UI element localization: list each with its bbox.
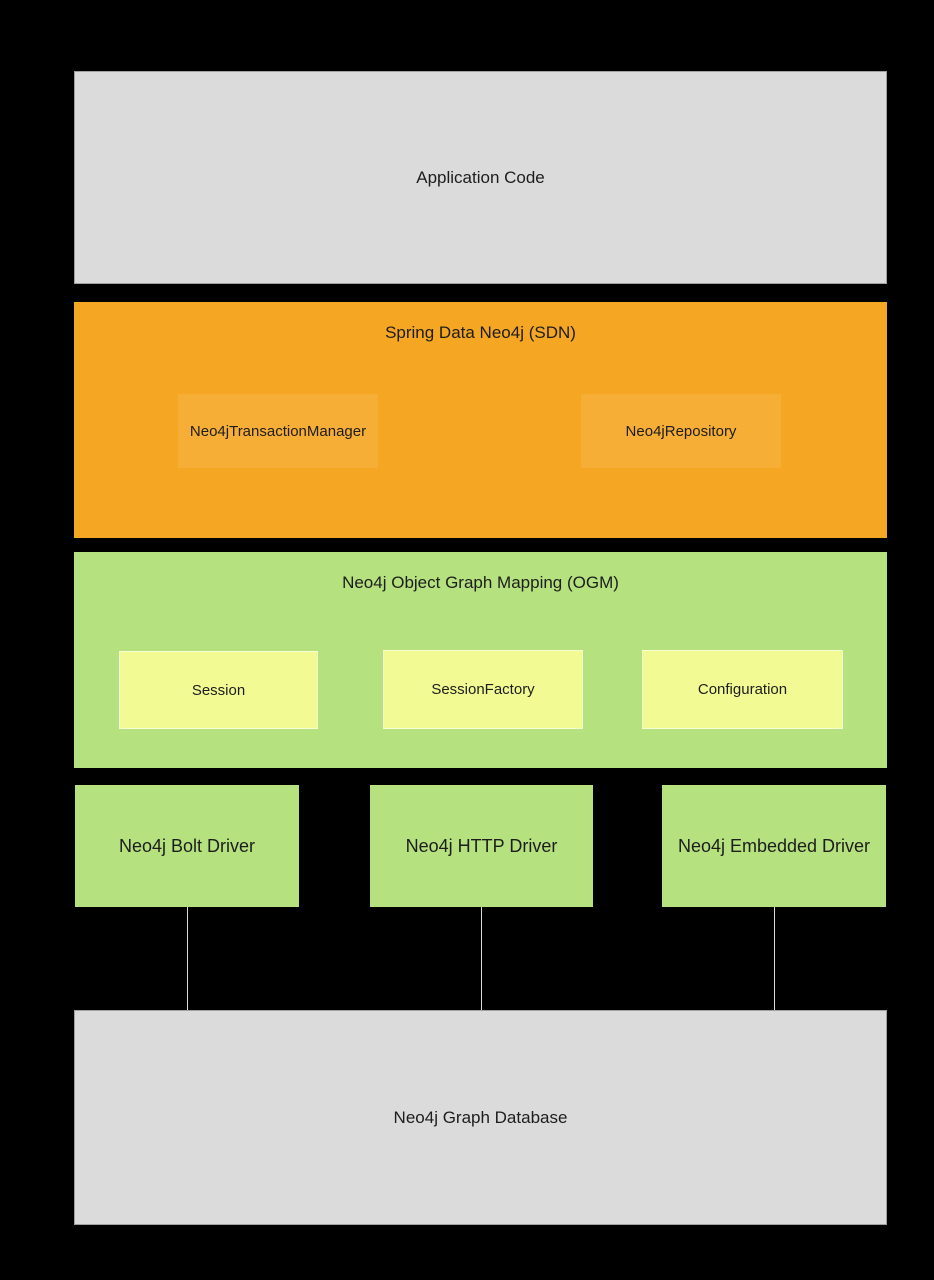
neo4j-transaction-manager-box: Neo4jTransactionManager: [178, 394, 378, 468]
neo4j-transaction-manager-label: Neo4jTransactionManager: [189, 422, 367, 440]
configuration-box: Configuration: [642, 650, 843, 729]
session-factory-label: SessionFactory: [431, 681, 535, 698]
neo4j-http-driver-box: Neo4j HTTP Driver: [370, 785, 593, 907]
session-factory-box: SessionFactory: [383, 650, 583, 729]
session-label: Session: [191, 681, 246, 699]
neo4j-http-driver-label: Neo4j HTTP Driver: [405, 835, 558, 856]
neo4j-embedded-driver-label: Neo4j Embedded Driver: [677, 835, 871, 856]
neo4j-repository-label: Neo4jRepository: [625, 422, 737, 440]
configuration-label: Configuration: [697, 681, 788, 698]
spring-data-neo4j-title: Spring Data Neo4j (SDN): [385, 323, 576, 342]
neo4j-bolt-driver-box: Neo4j Bolt Driver: [75, 785, 299, 907]
session-box: Session: [119, 651, 318, 729]
neo4j-ogm-title: Neo4j Object Graph Mapping (OGM): [342, 573, 619, 592]
neo4j-repository-box: Neo4jRepository: [581, 394, 781, 468]
embedded-driver-connector-line: [774, 907, 775, 1010]
http-driver-connector-line: [481, 907, 482, 1010]
bolt-driver-connector-line: [187, 907, 188, 1010]
spring-data-neo4j-box: Spring Data Neo4j (SDN) Neo4jTransaction…: [74, 302, 887, 538]
neo4j-bolt-driver-label: Neo4j Bolt Driver: [118, 835, 256, 856]
application-code-box: Application Code: [74, 71, 887, 284]
neo4j-graph-database-box: Neo4j Graph Database: [74, 1010, 887, 1225]
neo4j-graph-database-label: Neo4j Graph Database: [393, 1107, 568, 1127]
neo4j-embedded-driver-box: Neo4j Embedded Driver: [662, 785, 886, 907]
neo4j-ogm-box: Neo4j Object Graph Mapping (OGM) Session…: [74, 552, 887, 768]
application-code-label: Application Code: [416, 167, 545, 187]
